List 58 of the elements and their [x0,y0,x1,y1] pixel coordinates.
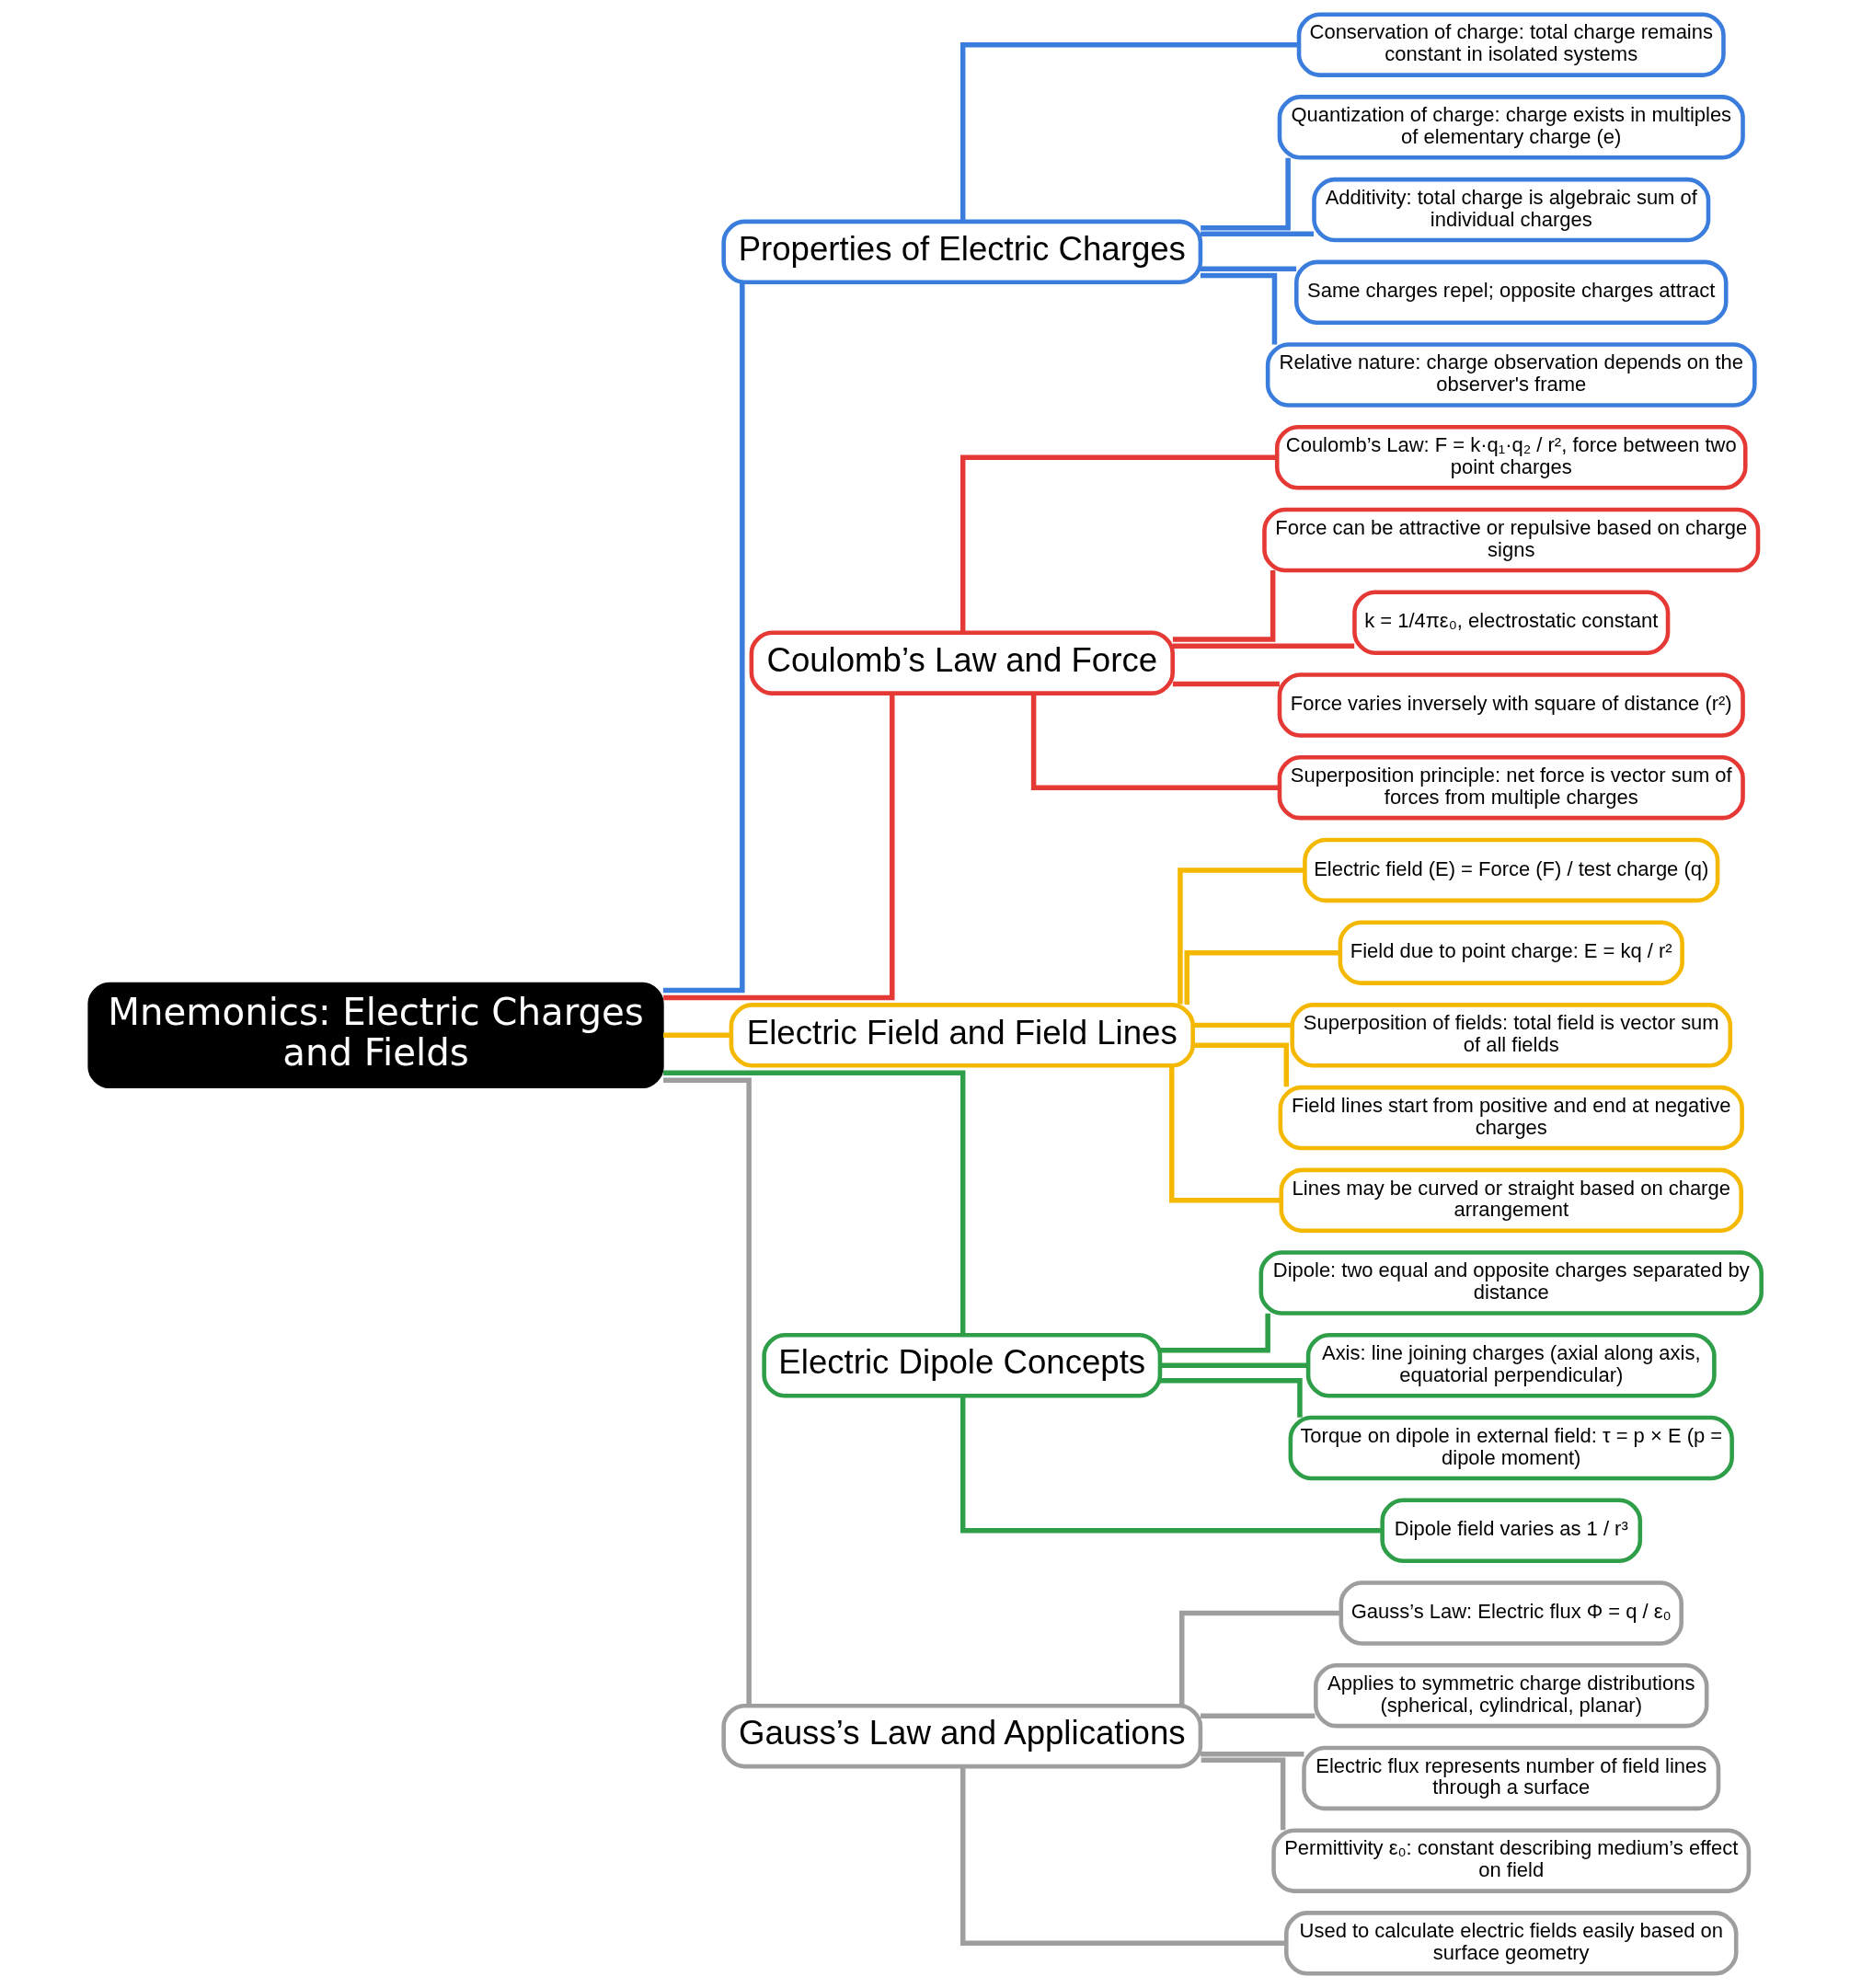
node-box: Superposition principle: net force is vector sum of forces from multiple charges [1277,754,1745,821]
connector [1178,868,1304,1005]
node-box: Field lines start from positive and end at negative charges [1278,1085,1744,1151]
node-box: Conservation of charge: total charge remains constant in isolated systems [1296,12,1726,77]
connector [1172,681,1280,687]
node-box: Force can be attractive or repulsive based on charge signs [1262,507,1761,573]
connector [1201,157,1291,231]
connector [1159,1313,1270,1353]
node-box: Additivity: total charge is algebraic sum of individual charges [1312,177,1711,243]
connector [1201,1713,1316,1718]
connector [662,282,745,994]
connector [959,454,1277,633]
connector [1030,694,1280,790]
node-box: Superposition of fields: total field is vector sum of all fields [1290,1003,1733,1068]
connector [1201,266,1297,271]
connector [663,1032,731,1039]
connector [959,1396,1383,1534]
connector [663,1077,752,1706]
connector [1200,272,1278,345]
node-box: Gauss’s Law: Electric flux Φ = q / ε₀ [1339,1580,1683,1646]
node-box: k = 1/4πε₀, electrostatic constant [1352,590,1671,655]
connector [1172,570,1276,642]
connector [663,1070,966,1335]
node-box: Mnemonics: Electric Charges and Fields [87,982,664,1089]
node-box: Lines may be curved or straight based on charge arrangement [1279,1167,1743,1234]
node-box: Coulomb’s Law and Force [749,630,1175,695]
node-box: Coulomb’s Law: F = k·q₁·q₂ / r², force between two point charges [1274,425,1748,490]
node-box: Properties of Electric Charges [721,219,1203,285]
connector [1172,643,1355,649]
node-box: Electric Field and Field Lines [729,1003,1195,1068]
node-box: Force varies inversely with square of distance (r²) [1277,672,1745,738]
node-box: Applies to symmetric charge distributions (spherical, cylindrical, planar) [1314,1662,1709,1729]
connector [1201,1751,1304,1757]
node-box: Torque on dipole in external field: τ = p × E (p = dipole moment) [1288,1415,1734,1481]
connector [663,694,895,1001]
connector [959,1766,1286,1947]
connector [1184,949,1340,1005]
node-box: Electric flux represents number of field lines through a surface [1302,1745,1721,1811]
connector [1201,1757,1286,1831]
node-box: Relative nature: charge observation depends on the observer's frame [1265,342,1757,408]
node-box: Permittivity ε₀: constant describing medium’s effect on field [1271,1828,1752,1893]
connector [959,41,1299,222]
connector [1160,1362,1308,1368]
node-box: Used to calculate electric fields easily based on surface geometry [1284,1911,1739,1976]
node-box: Gauss’s Law and Applications [721,1703,1203,1769]
node-box: Field due to point charge: E = kq / r² [1338,920,1684,985]
connector [1192,1042,1290,1087]
node-box: Dipole: two equal and opposite charges separated by distance [1258,1250,1764,1316]
node-box: Quantization of charge: charge exists in multiples of elementary charge (e) [1277,95,1745,160]
connector [1169,1066,1281,1203]
connector [1179,1610,1341,1706]
node-box: Axis: line joining charges (axial along axis, equatorial perpendicular) [1305,1333,1717,1398]
node-box: Same charges repel; opposite charges attract [1294,259,1729,326]
connector [1193,1022,1293,1028]
connector [1201,231,1315,237]
node-box: Electric field (E) = Force (F) / test charge (q) [1303,837,1720,903]
node-box: Dipole field varies as 1 / r³ [1380,1498,1643,1563]
node-box: Electric Dipole Concepts [762,1333,1163,1398]
